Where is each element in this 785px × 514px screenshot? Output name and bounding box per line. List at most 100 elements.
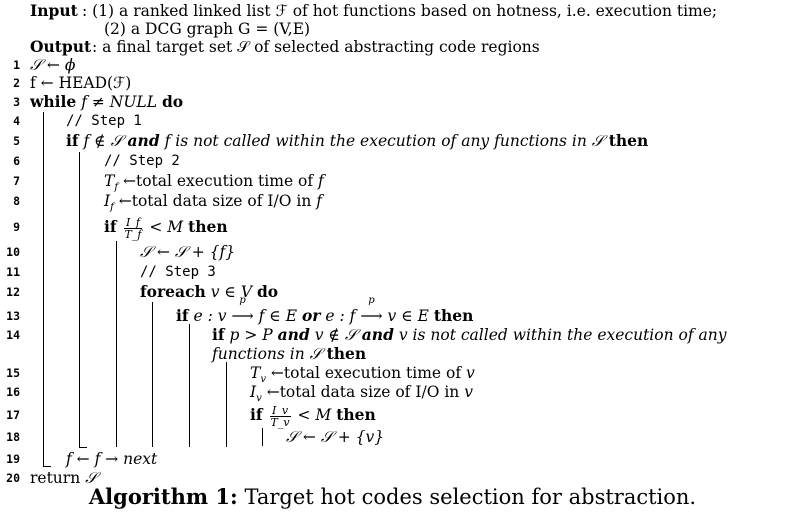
keyword-and: and [277,325,310,344]
var-tail: v [466,364,475,382]
keyword-or: or [301,306,321,325]
relation: < M [297,406,332,424]
keyword-if: if [212,325,225,344]
condition-a: f ∉ 𝒮 [83,132,123,150]
edge-b-target: v ∈ E [387,307,429,325]
var-sub: f [114,182,119,194]
keyword-then: then [608,131,649,150]
keyword-if: if [176,306,189,325]
line-code: f ← f → next [66,450,158,468]
line-number: 20 [6,471,20,485]
condition-c: v is not called within the execution of … [398,326,727,344]
var-I: I [250,383,257,401]
keyword-then: then [433,306,474,325]
assign-text: ←total data size of I/O in [113,192,317,210]
while-block-bar [43,112,44,467]
condition-cont: functions in 𝒮 [212,345,322,363]
foreach-block-bar [152,302,153,447]
line-number: 13 [6,309,20,323]
line-number: 7 [13,174,20,188]
line-number: 1 [13,58,20,72]
line-number: 9 [13,220,20,234]
line-number: 17 [6,408,20,422]
arrow-label: p [368,295,375,306]
condition-a: p > P [229,326,273,344]
assign-text: ←total execution time of [266,364,466,382]
caption-text: Target hot codes selection for abstracti… [244,485,697,509]
keyword-and: and [361,325,394,344]
line-number: 5 [13,134,20,148]
output-text: : a final target set 𝒮 of selected abstr… [92,38,540,56]
keyword-do: do [161,92,184,111]
line-number: 8 [13,194,20,208]
comment: // Step 3 [140,264,216,280]
labeled-arrow-icon: p⟶ [360,295,383,326]
keyword-foreach: foreach [140,282,206,301]
line-number: 19 [6,452,20,466]
while-condition: f ≠ NULL [81,93,157,111]
line-number: 4 [13,114,20,128]
line-code: 𝒮 ← ϕ [30,56,76,74]
keyword-and: and [127,131,160,150]
keyword-then: then [336,405,376,424]
if-step1-block-foot [79,447,87,448]
keyword-if: if [250,405,263,424]
var-sub: v [256,393,262,405]
line-number: 18 [6,430,20,444]
line-number: 16 [6,385,20,399]
line-number: 15 [6,366,20,380]
arrow-label: p [239,295,246,306]
var-tail: f [318,172,324,190]
var-sub: f [110,202,114,214]
assign-text: ←total data size of I/O in [261,383,465,401]
algorithm-caption: Algorithm 1: Target hot codes selection … [0,483,785,511]
if-cond-block-bar [226,362,227,447]
edge-a-source: e : v [193,307,227,325]
output-label: Output [30,37,92,56]
var-tail: f [316,192,322,210]
input-label: Input [30,1,78,20]
fraction-numerator: I_v [269,405,291,417]
edge-a-target: f ∈ E [258,307,298,325]
line-number: 2 [13,76,20,90]
input-text-1: : (1) a ranked linked list ℱ of hot func… [82,2,718,20]
caption-label: Algorithm 1: [88,484,238,509]
var-T: T [104,172,115,190]
keyword-while: while [30,92,77,111]
condition-b: f is not called within the execution of … [164,132,604,150]
line-number: 11 [6,265,20,279]
fraction-denominator: T_v [270,415,290,429]
edge-b-source: e : f [325,307,356,325]
var-T: T [250,364,261,382]
return-value: 𝒮 [85,469,98,487]
line-number: 6 [13,154,20,168]
comment: // Step 1 [66,113,142,129]
var-tail: v [464,383,473,401]
line-number: 3 [13,95,20,109]
line-number: 12 [6,285,20,299]
var-sub: v [260,374,266,386]
while-block-foot [43,466,51,467]
line-number: 14 [6,328,20,342]
keyword-return: return [30,469,81,487]
condition-b: v ∉ 𝒮 [314,326,357,344]
fraction-numerator: I_f [123,217,143,229]
keyword-do: do [256,282,279,301]
if-edge-block-bar [189,324,190,447]
line-number: 10 [6,245,20,259]
line-code: 𝒮 ← 𝒮 + {v} [286,428,385,446]
if-step1-block-bar [79,152,80,448]
fraction-denominator: T_f [124,227,142,241]
comment: // Step 2 [104,153,180,169]
input-text-2: (2) a DCG graph G = (V,E) [104,20,311,38]
relation: < M [149,218,184,236]
if-ratio-v-block-bar [262,428,263,446]
keyword-if: if [66,131,79,150]
line-code: f ← HEAD(ℱ) [30,74,132,92]
labeled-arrow-icon: p⟶ [231,295,254,326]
if-ratio-block-bar [116,241,117,447]
line-code: 𝒮 ← 𝒮 + {f} [140,243,236,261]
